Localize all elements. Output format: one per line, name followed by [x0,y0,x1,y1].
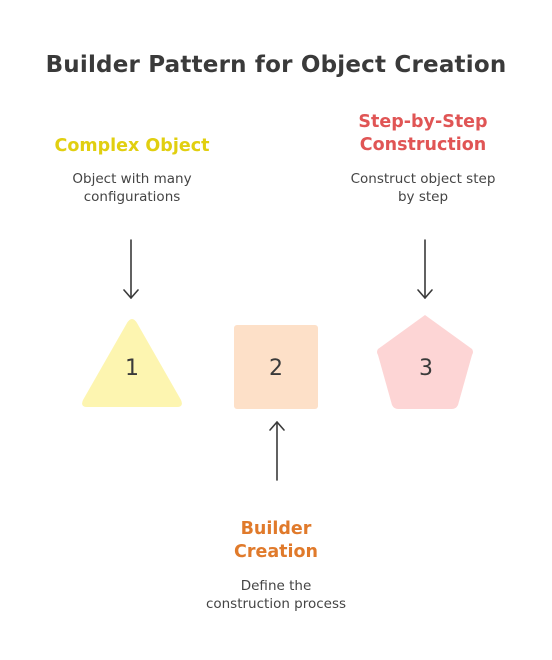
diagram-title: Builder Pattern for Object Creation [45,52,507,78]
step-by-step-description-line-1: Construct object step [350,171,496,187]
step-by-step-heading-line-2: Construction [359,135,487,155]
builder-creation-heading-line-2: Creation [234,542,318,562]
builder-creation-description-line-1: Define the [240,578,312,594]
complex-object-description-line-1: Object with many [72,171,192,187]
step-by-step-heading: Step-by-Step Construction [323,111,523,157]
step-number-2: 2 [269,356,283,381]
builder-creation-description-line-2: construction process [205,596,347,612]
triangle-shape [82,319,182,407]
step-by-step-description-line-2: by step [397,189,449,205]
arrow-down-to-pentagon [417,239,433,299]
complex-object-heading: Complex Object [54,136,210,156]
arrow-down-to-triangle [123,239,139,299]
pentagon-shape [377,315,473,409]
step-by-step-description: Construct object step by step [323,170,523,206]
complex-object-description-line-2: configurations [83,189,181,205]
builder-creation-heading: Builder Creation [176,518,376,564]
step-number-3: 3 [419,356,433,381]
step-by-step-heading-line-1: Step-by-Step [358,112,488,132]
complex-object-description: Object with many configurations [32,170,232,206]
step-number-1: 1 [125,356,139,381]
builder-creation-description: Define the construction process [176,577,376,613]
square-shape [234,325,318,409]
arrow-up-to-square [269,421,285,481]
builder-creation-heading-line-1: Builder [240,519,312,539]
